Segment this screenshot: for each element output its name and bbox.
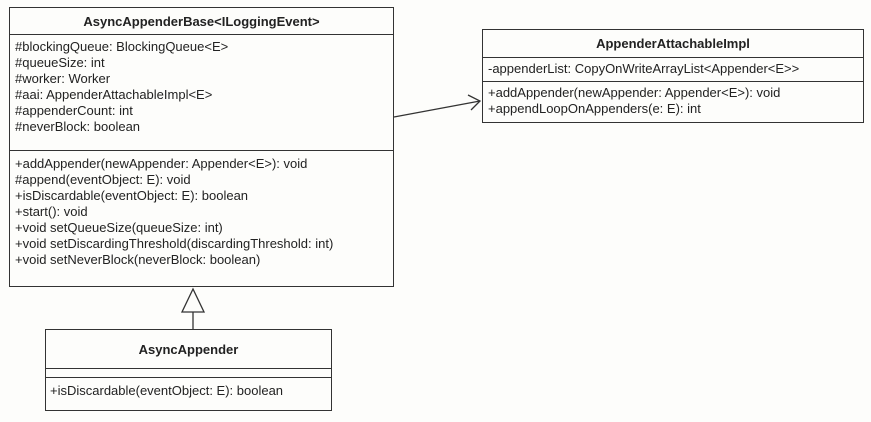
operation: #append(eventObject: E): void (15, 172, 191, 187)
generalization-triangle-icon (180, 287, 206, 313)
class-name: AsyncAppender (46, 330, 331, 369)
attributes-section (46, 369, 331, 378)
operation: +void setQueueSize(queueSize: int) (15, 220, 223, 235)
attribute: #neverBlock: boolean (15, 119, 141, 134)
association-line (393, 100, 481, 118)
operation: +isDiscardable(eventObject: E): boolean (15, 188, 249, 203)
attribute: #blockingQueue: BlockingQueue<E> (15, 39, 229, 54)
operation: +appendLoopOnAppenders(e: E): int (488, 101, 701, 116)
operations-section: +addAppender(newAppender: Appender<E>): … (483, 82, 863, 117)
attribute: #appenderCount: int (15, 103, 133, 118)
association-arrowhead-icon (467, 94, 482, 111)
attribute: #worker: Worker (15, 71, 111, 86)
class-appender-attachable-impl[interactable]: AppenderAttachableImpl -appenderList: Co… (482, 29, 864, 123)
class-async-appender[interactable]: AsyncAppender +isDiscardable(eventObject… (45, 329, 332, 411)
operations-section: +addAppender(newAppender: Appender<E>): … (10, 151, 393, 268)
attributes-section: #blockingQueue: BlockingQueue<E> #queueS… (10, 35, 393, 151)
operation: +void setNeverBlock(neverBlock: boolean) (15, 252, 261, 267)
operations-section: +isDiscardable(eventObject: E): boolean (46, 378, 331, 399)
attribute: #aai: AppenderAttachableImpl<E> (15, 87, 213, 102)
class-name: AppenderAttachableImpl (483, 30, 863, 58)
operation: +isDiscardable(eventObject: E): boolean (50, 383, 284, 398)
attribute: #queueSize: int (15, 55, 105, 70)
attribute: -appenderList: CopyOnWriteArrayList<Appe… (488, 61, 800, 76)
class-name: AsyncAppenderBase<ILoggingEvent> (10, 8, 393, 35)
operation: +start(): void (15, 204, 88, 219)
class-async-appender-base[interactable]: AsyncAppenderBase<ILoggingEvent> #blocki… (9, 7, 394, 287)
operation: +void setDiscardingThreshold(discardingT… (15, 236, 334, 251)
attributes-section: -appenderList: CopyOnWriteArrayList<Appe… (483, 58, 863, 82)
operation: +addAppender(newAppender: Appender<E>): … (15, 156, 308, 171)
operation: +addAppender(newAppender: Appender<E>): … (488, 85, 781, 100)
